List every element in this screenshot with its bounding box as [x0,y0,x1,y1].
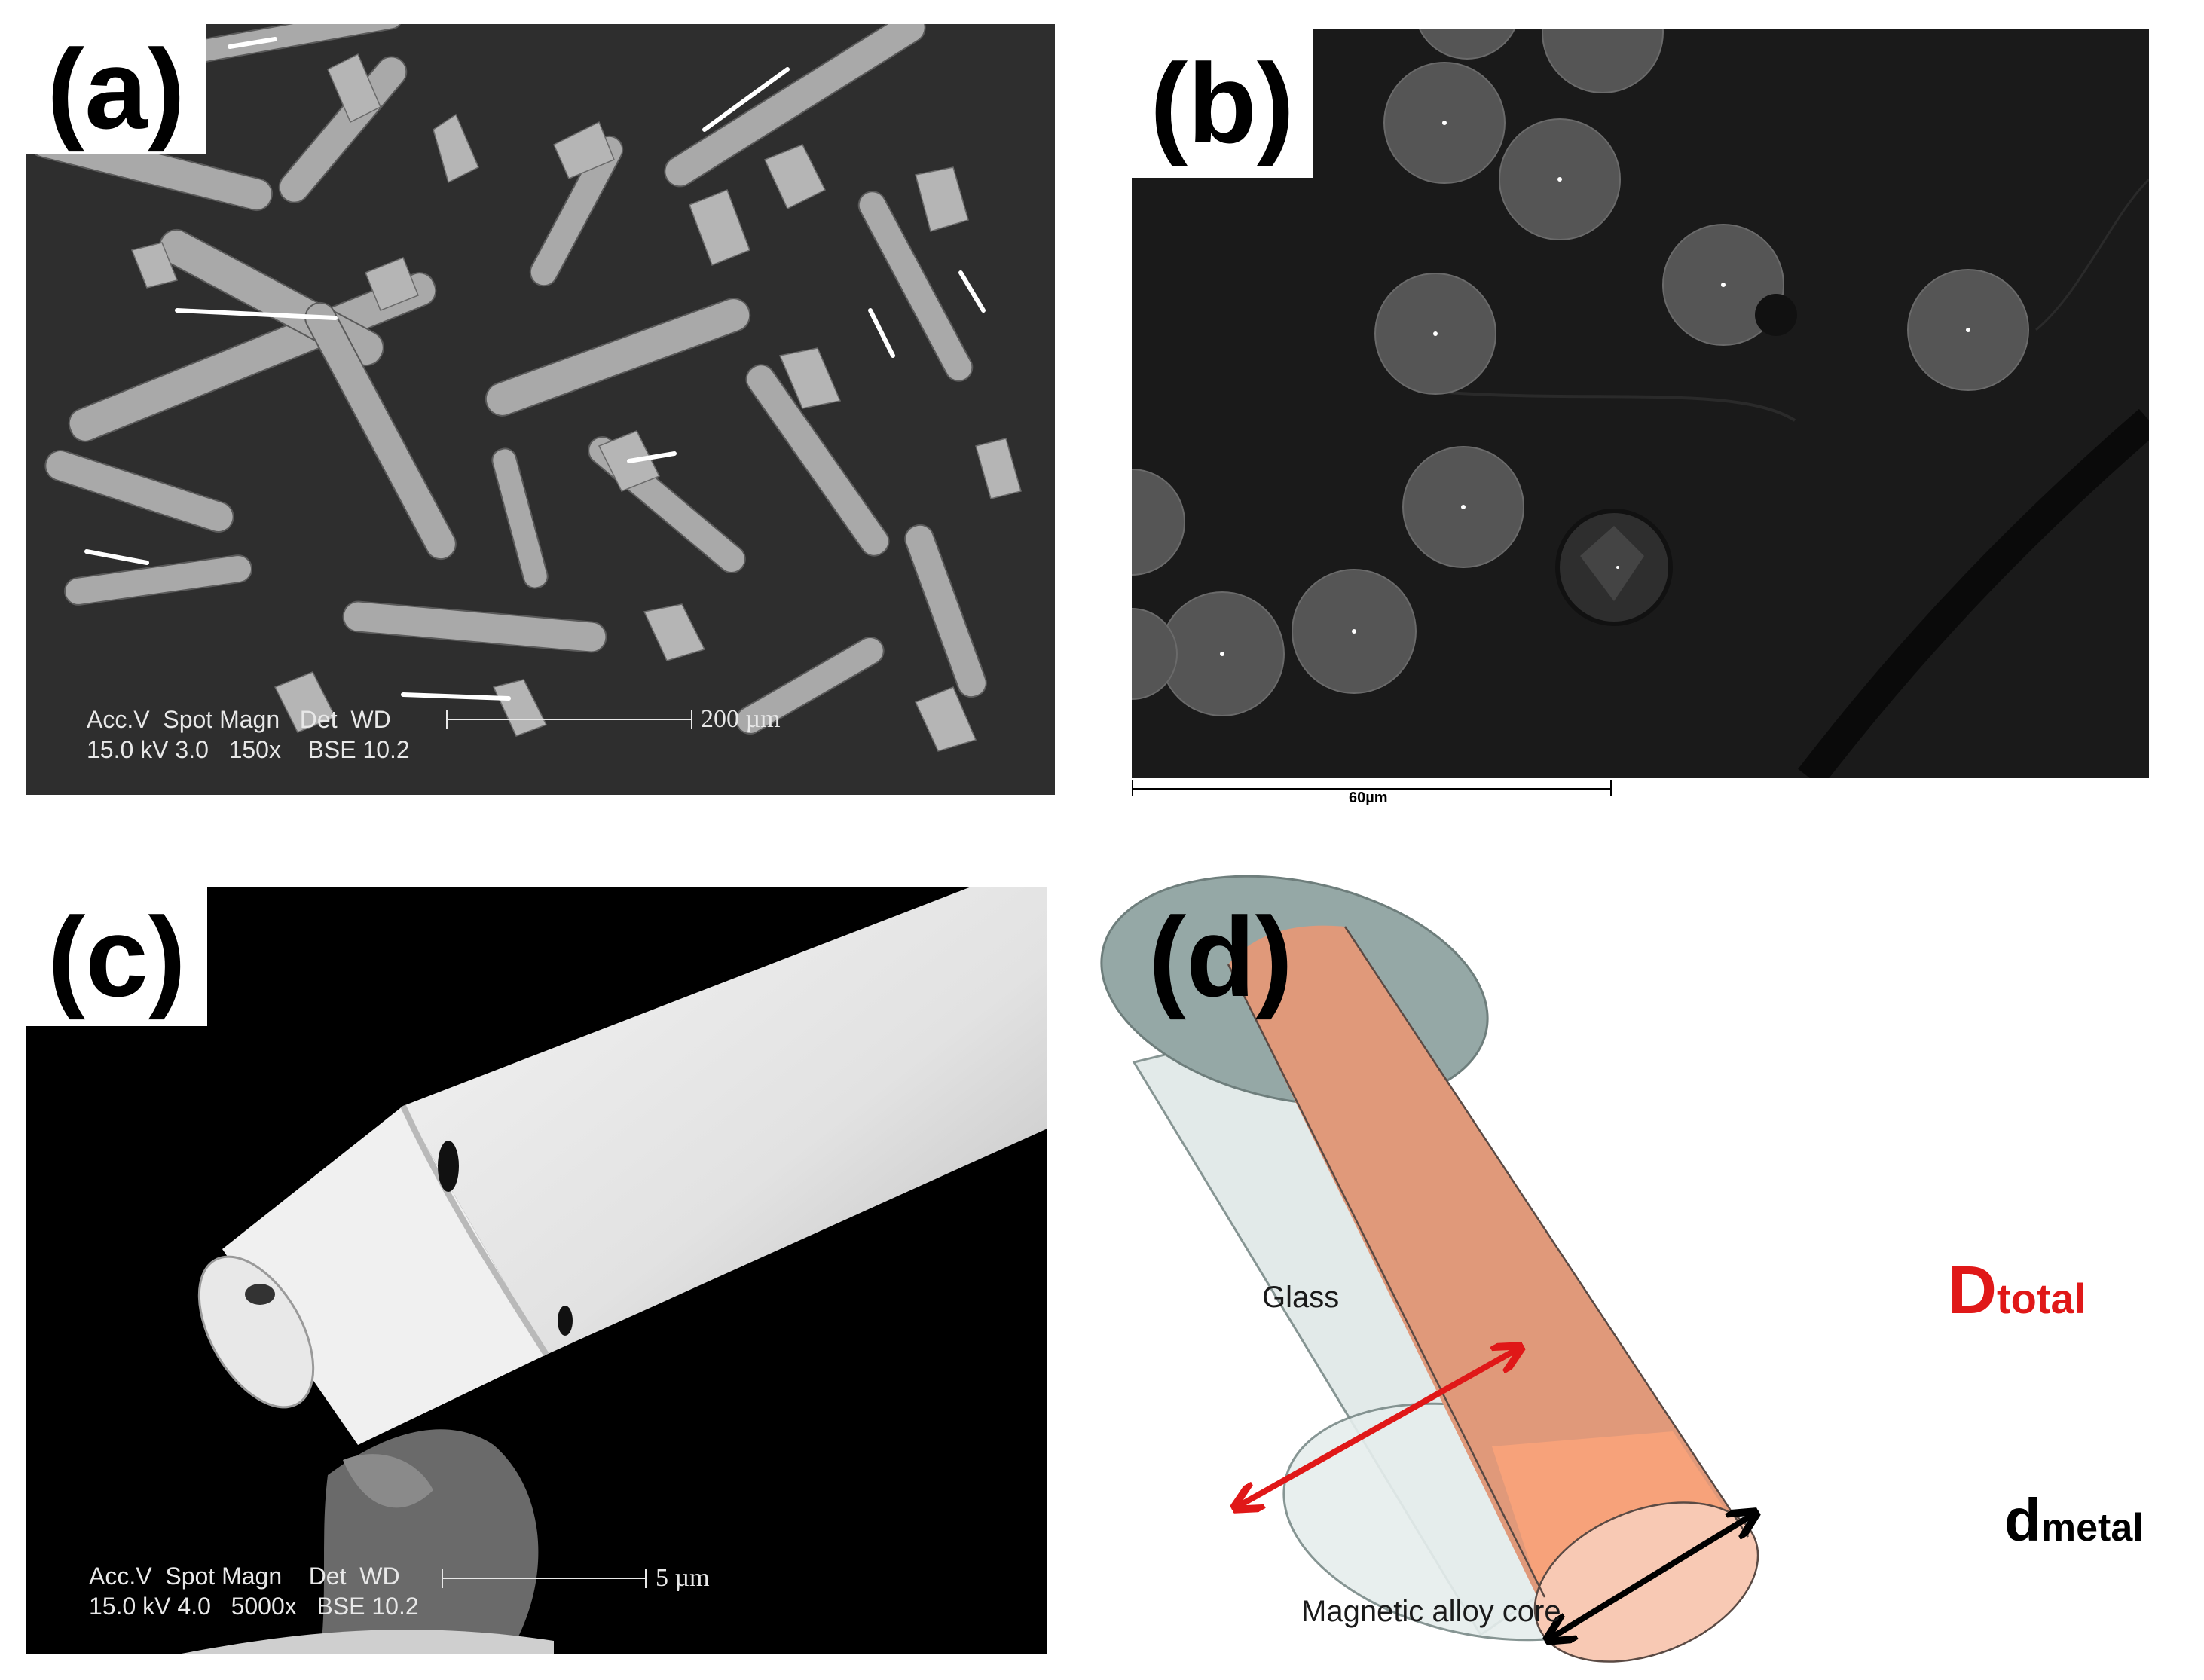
panel-b-scale-tick-left [1132,780,1133,796]
d-total-arrow [1237,1349,1518,1507]
d-metal-main: d [2004,1486,2041,1553]
panel-c-scale-text: 5 µm [656,1564,710,1592]
panel-b-scale-tick-right [1610,780,1612,796]
d-total-sub: total [1997,1275,2086,1322]
panel-b-sem-image [1132,29,2149,778]
d-total-main: D [1948,1253,1997,1328]
panel-b-scale-bar [1132,788,1612,790]
panel-a-scale-tick-left [446,710,448,729]
panel-c-label: (c) [26,887,207,1026]
glass-label: Glass [1262,1281,1340,1314]
d-total-label: Dtotal [1948,1257,2086,1324]
panel-c-scale-tick-left [442,1569,443,1588]
d-metal-sub: metal [2040,1506,2144,1550]
panel-b-scale-text: 60µm [1349,790,1388,806]
panel-d-label: (d) [1148,893,1293,1020]
core-label: Magnetic alloy core [1301,1595,1561,1628]
panel-a-label: (a) [26,24,206,154]
cross-section-image [1132,29,2149,778]
panel-c-scale-bar [442,1578,646,1579]
d-metal-arrow-line [1550,1514,1753,1639]
panel-c-instrument-info: Acc.V Spot Magn Det WD 15.0 kV 4.0 5000x… [89,1562,419,1620]
panel-c-scale-tick-right [645,1569,647,1588]
d-metal-label: dmetal [2004,1490,2144,1550]
panel-a-scale-text: 200 µm [701,705,781,733]
panel-a-scale-bar [447,719,692,720]
microwire-schematic [1100,875,2204,1663]
panel-d-diagram [1100,874,2204,1680]
panel-b-label: (b) [1132,29,1313,178]
panel-a-instrument-info: Acc.V Spot Magn Det WD 15.0 kV 3.0 150x … [87,706,410,763]
microwire-fragments-image [26,24,1055,795]
panel-a-scale-tick-right [691,710,692,729]
panel-a-sem-image [26,24,1055,795]
